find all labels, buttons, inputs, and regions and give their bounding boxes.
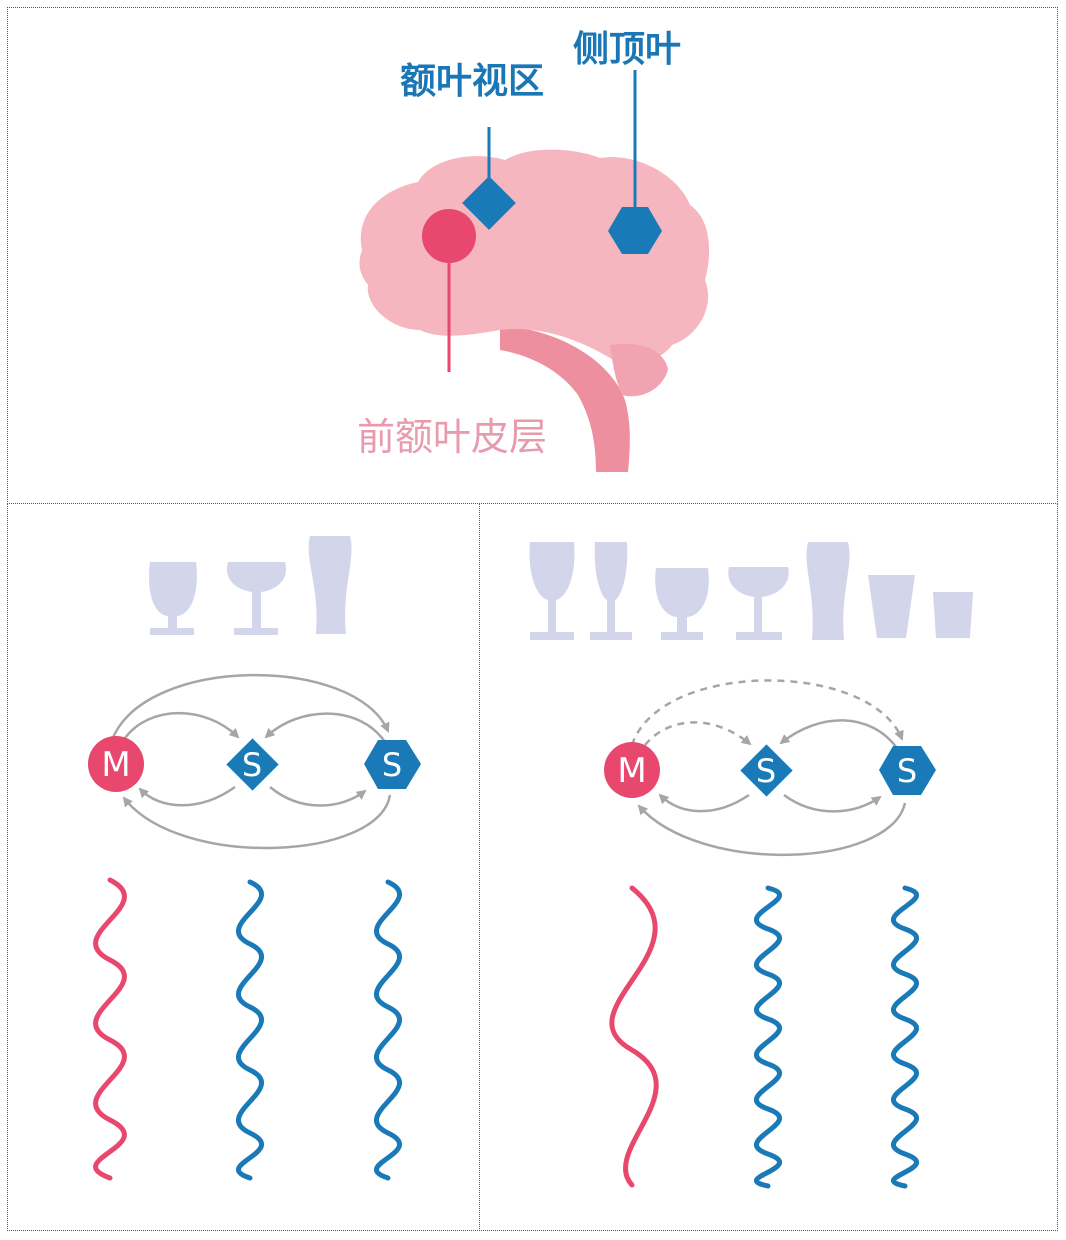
wine-glass-icon bbox=[530, 542, 575, 640]
network-node-icon: S bbox=[364, 740, 421, 789]
wine-glass-icon bbox=[149, 562, 197, 635]
node-label-m: M bbox=[101, 745, 130, 785]
network-node-icon: S bbox=[740, 744, 792, 796]
wine-glass-icon bbox=[933, 592, 973, 638]
network-node-icon: S bbox=[226, 738, 278, 790]
oscillation-waves bbox=[96, 880, 917, 1186]
network-node-icon: M bbox=[604, 742, 660, 798]
network-node-icon: S bbox=[879, 746, 936, 795]
oscillation-wave-icon bbox=[96, 880, 125, 1178]
oscillation-wave-icon bbox=[756, 888, 779, 1186]
parietal-label: 侧顶叶 bbox=[573, 20, 681, 72]
oscillation-wave-icon bbox=[376, 882, 399, 1178]
prefrontal-marker bbox=[422, 209, 476, 263]
wine-glass-icon bbox=[309, 536, 352, 634]
wine-glass-icon bbox=[806, 542, 849, 640]
oscillation-wave-icon bbox=[238, 882, 261, 1178]
wine-glass-icon bbox=[227, 562, 286, 635]
node-label-s: S bbox=[897, 752, 917, 790]
oscillation-wave-icon bbox=[612, 888, 656, 1185]
prefrontal-cortex-label: 前额叶皮层 bbox=[357, 406, 547, 461]
frontal-eye-field-label: 额叶视区 bbox=[400, 52, 544, 104]
network-node-icon: M bbox=[88, 736, 144, 792]
wine-glass-icon bbox=[868, 575, 915, 638]
node-label-m: M bbox=[617, 751, 646, 791]
wine-glass-icon bbox=[728, 567, 788, 640]
wine-glass-icon bbox=[655, 568, 709, 640]
node-label-s: S bbox=[756, 752, 776, 790]
node-label-s: S bbox=[382, 746, 402, 784]
oscillation-wave-icon bbox=[893, 888, 916, 1186]
node-label-s: S bbox=[242, 746, 262, 784]
wine-glass-icon bbox=[590, 542, 632, 640]
